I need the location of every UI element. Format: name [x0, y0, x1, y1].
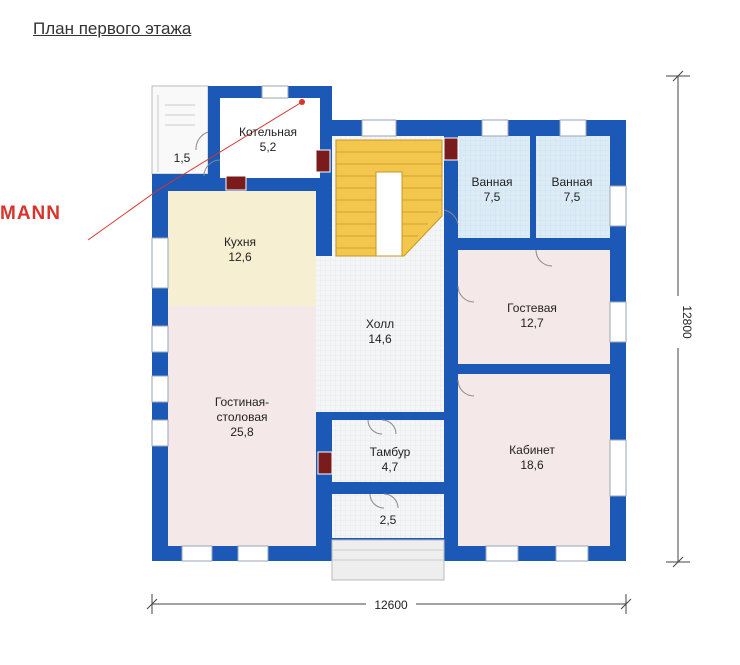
boiler-area: 5,2 — [260, 140, 277, 154]
living-name-2: столовая — [217, 410, 268, 424]
hall-area: 14,6 — [368, 332, 392, 346]
chimney-icons — [225, 137, 459, 475]
width-dim-label: 12600 — [374, 598, 408, 612]
vestibule-room — [332, 420, 444, 482]
staircase — [335, 139, 443, 257]
brand-label: MANN — [0, 203, 61, 224]
guest-room — [458, 250, 610, 364]
guest-area: 12,7 — [520, 316, 544, 330]
height-dim-label: 12800 — [680, 305, 694, 339]
boiler-room — [220, 98, 320, 178]
boiler-name: Котельная — [239, 125, 297, 139]
bath1-room — [458, 136, 530, 238]
leader-line — [87, 101, 303, 241]
study-name: Кабинет — [509, 443, 555, 457]
hall-name: Холл — [366, 317, 394, 331]
porch-step-lines — [332, 549, 444, 561]
living-name-1: Гостиная- — [215, 395, 269, 409]
plan-title: План первого этажа — [33, 19, 192, 38]
kitchen-name: Кухня — [224, 235, 256, 249]
study-area: 18,6 — [520, 458, 544, 472]
bath1-name: Ванная — [471, 175, 512, 189]
kitchen-area: 12,6 — [228, 250, 252, 264]
kitchen-room — [168, 191, 316, 306]
bath1-area: 7,5 — [484, 190, 501, 204]
bath2-name: Ванная — [551, 175, 592, 189]
hall-room — [316, 256, 444, 412]
height-dim-bg — [670, 296, 686, 348]
guest-name: Гостевая — [507, 301, 557, 315]
vestibule-area: 4,7 — [382, 460, 399, 474]
bath2-area: 7,5 — [564, 190, 581, 204]
doors — [195, 131, 553, 509]
windows — [151, 85, 627, 562]
living-room — [168, 306, 316, 546]
bath2-room — [536, 136, 610, 238]
porch-room — [332, 494, 444, 538]
vestibule-name: Тамбур — [370, 445, 411, 459]
width-dim-bg — [366, 596, 416, 612]
porch-top-area — [151, 85, 209, 175]
study-room — [458, 374, 610, 546]
porch-steps — [157, 95, 195, 172]
porch-area: 2,5 — [380, 513, 397, 527]
living-area: 25,8 — [230, 425, 254, 439]
leader-dot — [299, 99, 305, 105]
porch-top-area-label: 1,5 — [174, 151, 191, 165]
